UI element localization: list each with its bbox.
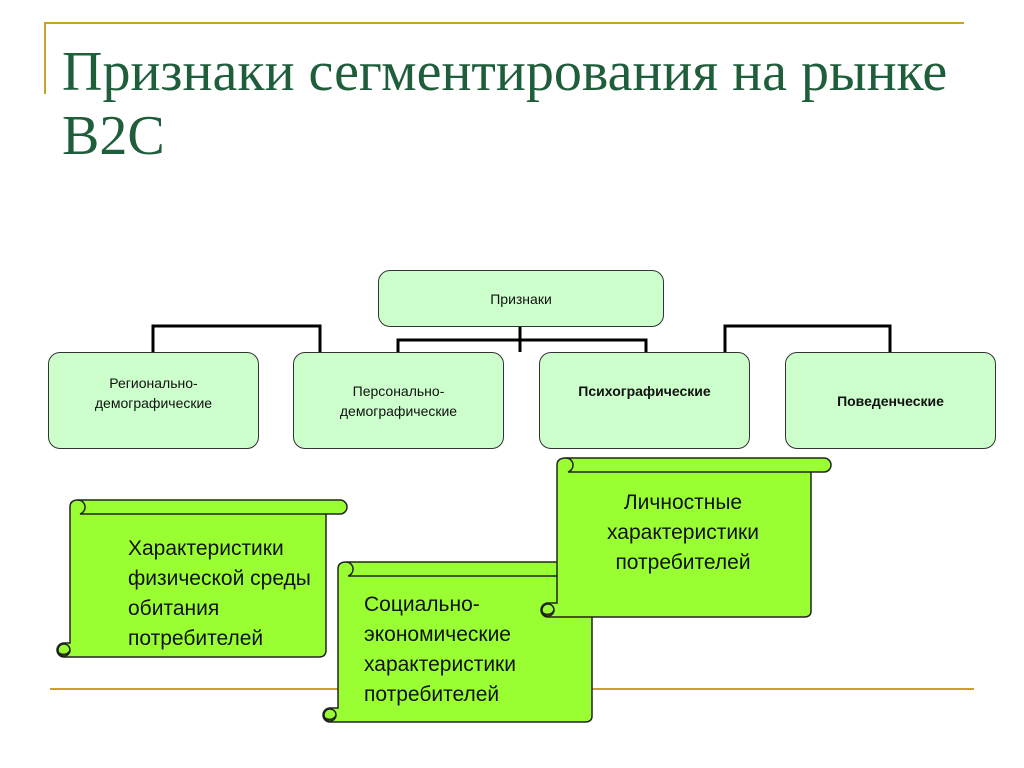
category-regional-label: Регионально-демографические <box>94 375 213 411</box>
category-psycho-box: Психографические <box>539 352 750 449</box>
slide-title: Признаки сегментирования на рынке В2С <box>62 41 948 167</box>
top-rule <box>44 22 964 24</box>
category-psycho-label: Психографические <box>578 383 711 399</box>
scroll-personal-text: Личностные характеристики потребителей <box>607 491 759 574</box>
root-box: Признаки <box>378 270 664 327</box>
category-personal-label: Персонально-демографические <box>339 382 458 419</box>
scroll-social-text: Социально-экономические характеристики п… <box>364 593 516 706</box>
category-behavior-label: Поведенческие <box>837 392 944 409</box>
left-rule <box>44 22 46 94</box>
root-label: Признаки <box>490 290 552 307</box>
category-regional-box: Регионально-демографические <box>48 352 259 449</box>
category-personal-box: Персонально-демографические <box>293 352 504 449</box>
scroll-physical-text: Характеристики физической среды обитания… <box>128 537 311 650</box>
category-behavior-box: Поведенческие <box>785 352 996 449</box>
